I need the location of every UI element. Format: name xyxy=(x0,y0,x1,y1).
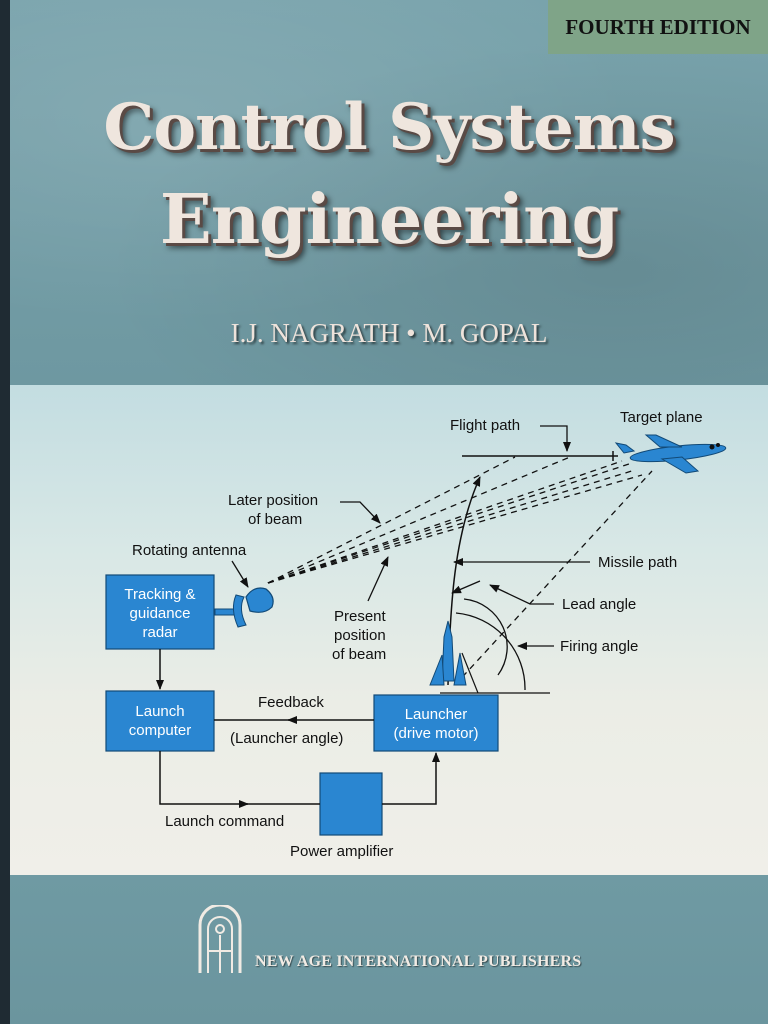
firing-angle-label: Firing angle xyxy=(560,638,638,655)
missile-path-label: Missile path xyxy=(598,554,677,571)
launch-command-line xyxy=(159,751,249,808)
flight-path-label: Flight path xyxy=(450,417,520,434)
launcher-icon xyxy=(429,620,479,694)
amplifier-to-launcher-line xyxy=(382,752,440,805)
diagram-panel: Tracking & guidance radar Launch compute… xyxy=(10,385,768,875)
publisher-logo-icon xyxy=(198,905,242,973)
later-beam-pointer xyxy=(340,501,381,524)
lead-angle-pointer xyxy=(489,584,554,605)
rotating-antenna-pointer xyxy=(231,560,249,588)
publisher-name: NEW AGE INTERNATIONAL PUBLISHERS xyxy=(255,953,582,970)
edition-badge: FOURTH EDITION xyxy=(548,0,768,54)
lead-angle-pointer-2 xyxy=(451,580,481,594)
feedback-sublabel: (Launcher angle) xyxy=(230,730,343,747)
power-amplifier-block xyxy=(319,772,383,836)
launcher-block xyxy=(373,694,499,752)
authors: I.J. NAGRATH • M. GOPAL xyxy=(230,318,548,348)
launcher-label-2: (drive motor) xyxy=(393,725,478,742)
present-beam-pointer xyxy=(367,556,389,602)
target-plane-icon xyxy=(614,434,727,474)
tracking-radar-label-1: Tracking & xyxy=(124,586,195,603)
lead-angle-label: Lead angle xyxy=(562,596,636,613)
tracking-radar-block xyxy=(105,574,215,650)
launch-computer-block xyxy=(105,690,215,752)
flight-path-pointer xyxy=(540,425,571,452)
tracking-radar-label-3: radar xyxy=(142,624,177,641)
book-spine xyxy=(0,0,10,1024)
launch-command-label: Launch command xyxy=(165,813,284,830)
present-beam-label-1: Present xyxy=(334,608,387,625)
later-beam-label-1: Later position xyxy=(228,492,318,509)
present-beam-label-2: position xyxy=(334,627,386,644)
title-line-1: Control Systems xyxy=(103,90,675,165)
target-plane-label: Target plane xyxy=(620,409,703,426)
power-amplifier-label: Power amplifier xyxy=(290,843,393,860)
rotating-antenna-label: Rotating antenna xyxy=(132,542,247,559)
feedback-label: Feedback xyxy=(258,694,324,711)
tracking-radar-label-2: guidance xyxy=(130,605,191,622)
launcher-label-1: Launcher xyxy=(405,706,468,723)
launch-computer-label-2: computer xyxy=(129,722,192,739)
launch-computer-label-1: Launch xyxy=(135,703,184,720)
edition-label: FOURTH EDITION xyxy=(565,14,751,39)
cover-top: FOURTH EDITION xyxy=(10,0,768,385)
rotating-antenna-icon xyxy=(214,587,274,628)
title-line-2: Engineering xyxy=(159,180,619,260)
missile-guidance-diagram: Tracking & guidance radar Launch compute… xyxy=(105,409,727,860)
firing-angle-arc xyxy=(455,612,526,691)
later-beam-label-2: of beam xyxy=(248,511,302,528)
cover-bottom: NEW AGE INTERNATIONAL PUBLISHERS xyxy=(10,875,768,1024)
present-beam-label-3: of beam xyxy=(332,646,386,663)
lead-angle-arc xyxy=(463,598,508,676)
